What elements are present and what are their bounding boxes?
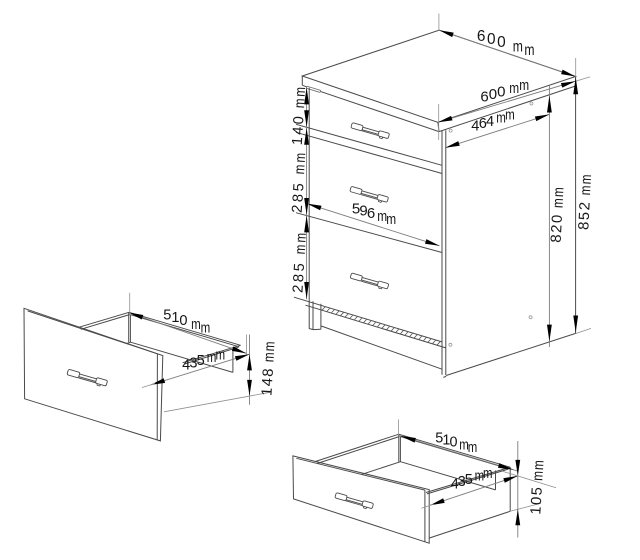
svg-text:m: m <box>459 436 468 453</box>
svg-text:m: m <box>513 37 523 55</box>
svg-text:m: m <box>191 316 201 333</box>
svg-text:148: 148 <box>259 367 277 397</box>
svg-text:m: m <box>524 41 534 59</box>
svg-text:mm: mm <box>291 230 309 254</box>
svg-text:mm: mm <box>549 186 567 209</box>
svg-text:m: m <box>216 346 226 363</box>
svg-text:596: 596 <box>352 200 375 222</box>
svg-text:435: 435 <box>182 353 205 374</box>
svg-text:m: m <box>496 109 506 126</box>
svg-text:mm: mm <box>291 85 309 109</box>
svg-text:m: m <box>505 106 515 123</box>
svg-text:mm: mm <box>529 459 547 482</box>
svg-text:105: 105 <box>528 485 546 515</box>
svg-text:mm: mm <box>260 340 278 363</box>
svg-text:600: 600 <box>480 84 505 106</box>
svg-text:m: m <box>509 80 519 97</box>
svg-text:m: m <box>468 439 477 456</box>
svg-text:510: 510 <box>435 430 457 450</box>
svg-text:m: m <box>377 208 387 225</box>
svg-text:m: m <box>386 211 396 228</box>
svg-text:285: 285 <box>290 260 308 293</box>
svg-text:mm: mm <box>577 173 595 196</box>
svg-text:mm: mm <box>291 150 309 174</box>
svg-text:m: m <box>519 77 529 94</box>
svg-text:852: 852 <box>576 200 594 230</box>
svg-text:820: 820 <box>549 213 567 243</box>
svg-text:285: 285 <box>290 180 308 213</box>
svg-text:m: m <box>207 349 217 366</box>
svg-text:140: 140 <box>290 113 308 145</box>
svg-text:m: m <box>201 319 211 336</box>
svg-text:m: m <box>475 467 484 484</box>
svg-text:435: 435 <box>451 472 473 493</box>
svg-text:464: 464 <box>471 114 494 135</box>
svg-text:m: m <box>483 465 492 482</box>
